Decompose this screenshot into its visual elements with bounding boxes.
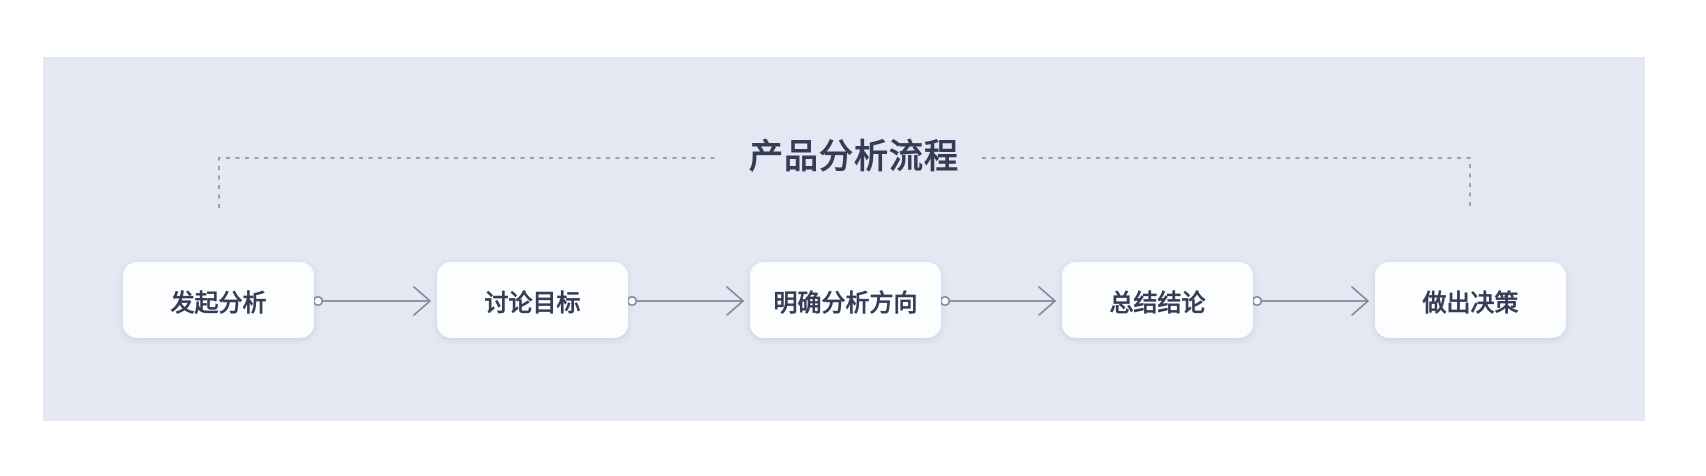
- node-label: 明确分析方向: [773, 289, 918, 317]
- node-label: 讨论目标: [484, 289, 581, 317]
- process-panel: [43, 57, 1645, 421]
- flow-node-initiate-analysis[interactable]: 发起分析: [123, 262, 314, 338]
- flow-node-summarize-conclusions[interactable]: 总结结论: [1062, 262, 1253, 338]
- flow-node-clarify-direction[interactable]: 明确分析方向: [750, 262, 941, 338]
- flow-node-make-decision[interactable]: 做出决策: [1375, 262, 1566, 338]
- node-label: 发起分析: [170, 289, 267, 317]
- flow-node-discuss-goals[interactable]: 讨论目标: [437, 262, 628, 338]
- node-label: 做出决策: [1422, 289, 1519, 317]
- diagram-title: 产品分析流程: [749, 138, 959, 176]
- node-label: 总结结论: [1109, 289, 1206, 317]
